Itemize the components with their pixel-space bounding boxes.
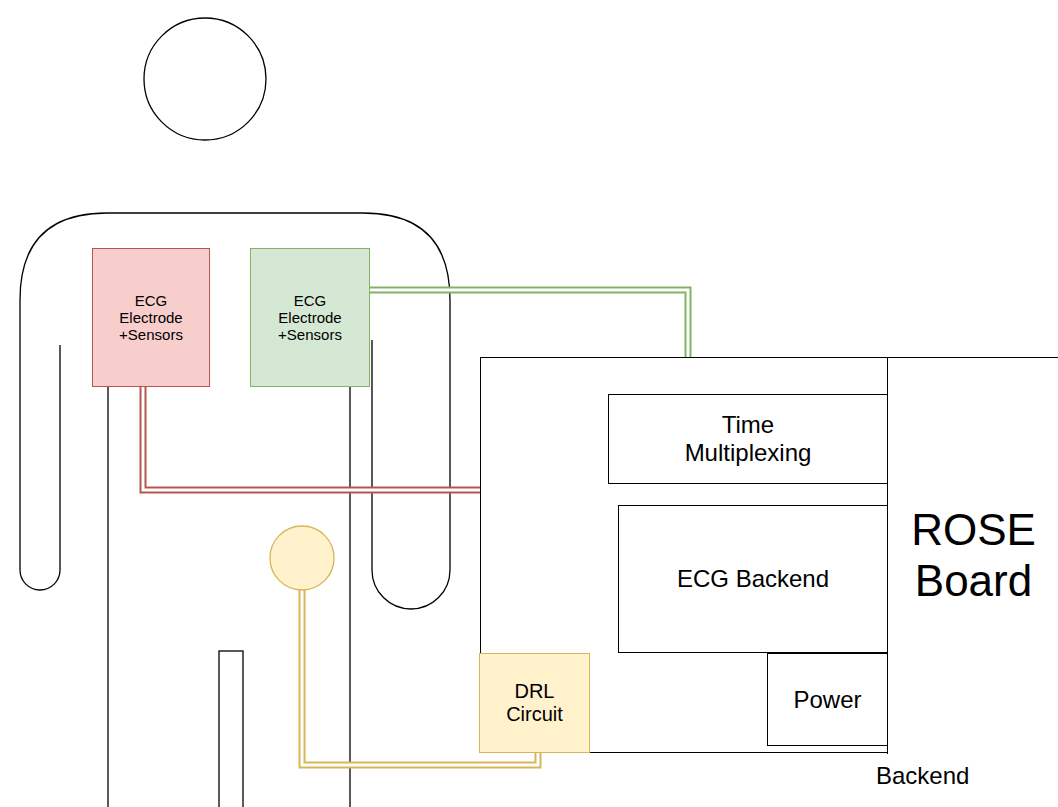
node-label: Backend [876, 762, 969, 790]
signal-cable [143, 387, 480, 490]
process-box: Power [767, 653, 888, 746]
signal-cable [370, 290, 688, 357]
process-box: ECG Backend [618, 505, 888, 653]
cable-core [143, 387, 480, 490]
head-outline [144, 18, 266, 140]
board-section: ROSE Board [887, 358, 1058, 754]
backend-box: BackendTime MultiplexingECG BackendPower… [480, 357, 1058, 753]
cable-outer [370, 290, 688, 357]
node-label: Power [793, 686, 861, 714]
node-label: ECG Backend [677, 565, 829, 593]
process-box: Time Multiplexing [608, 394, 888, 484]
cable-outer [143, 387, 480, 490]
node-label: ECG Electrode +Sensors [269, 292, 351, 344]
drl-box: DRL Circuit [479, 653, 590, 753]
electrode-box: ECG Electrode +Sensors [92, 248, 210, 387]
torso-line [349, 340, 350, 807]
node-label: ECG Electrode +Sensors [111, 292, 191, 344]
node-label: Time Multiplexing [673, 411, 823, 466]
node-label: ROSE Board [894, 505, 1054, 606]
body-outline [20, 213, 450, 609]
torso-line [107, 345, 108, 807]
leg-gap [219, 651, 243, 807]
electrode-box: ECG Electrode +Sensors [250, 248, 370, 387]
drl-electrode [270, 526, 334, 590]
cable-core [370, 290, 688, 357]
node-label: DRL Circuit [495, 680, 575, 726]
